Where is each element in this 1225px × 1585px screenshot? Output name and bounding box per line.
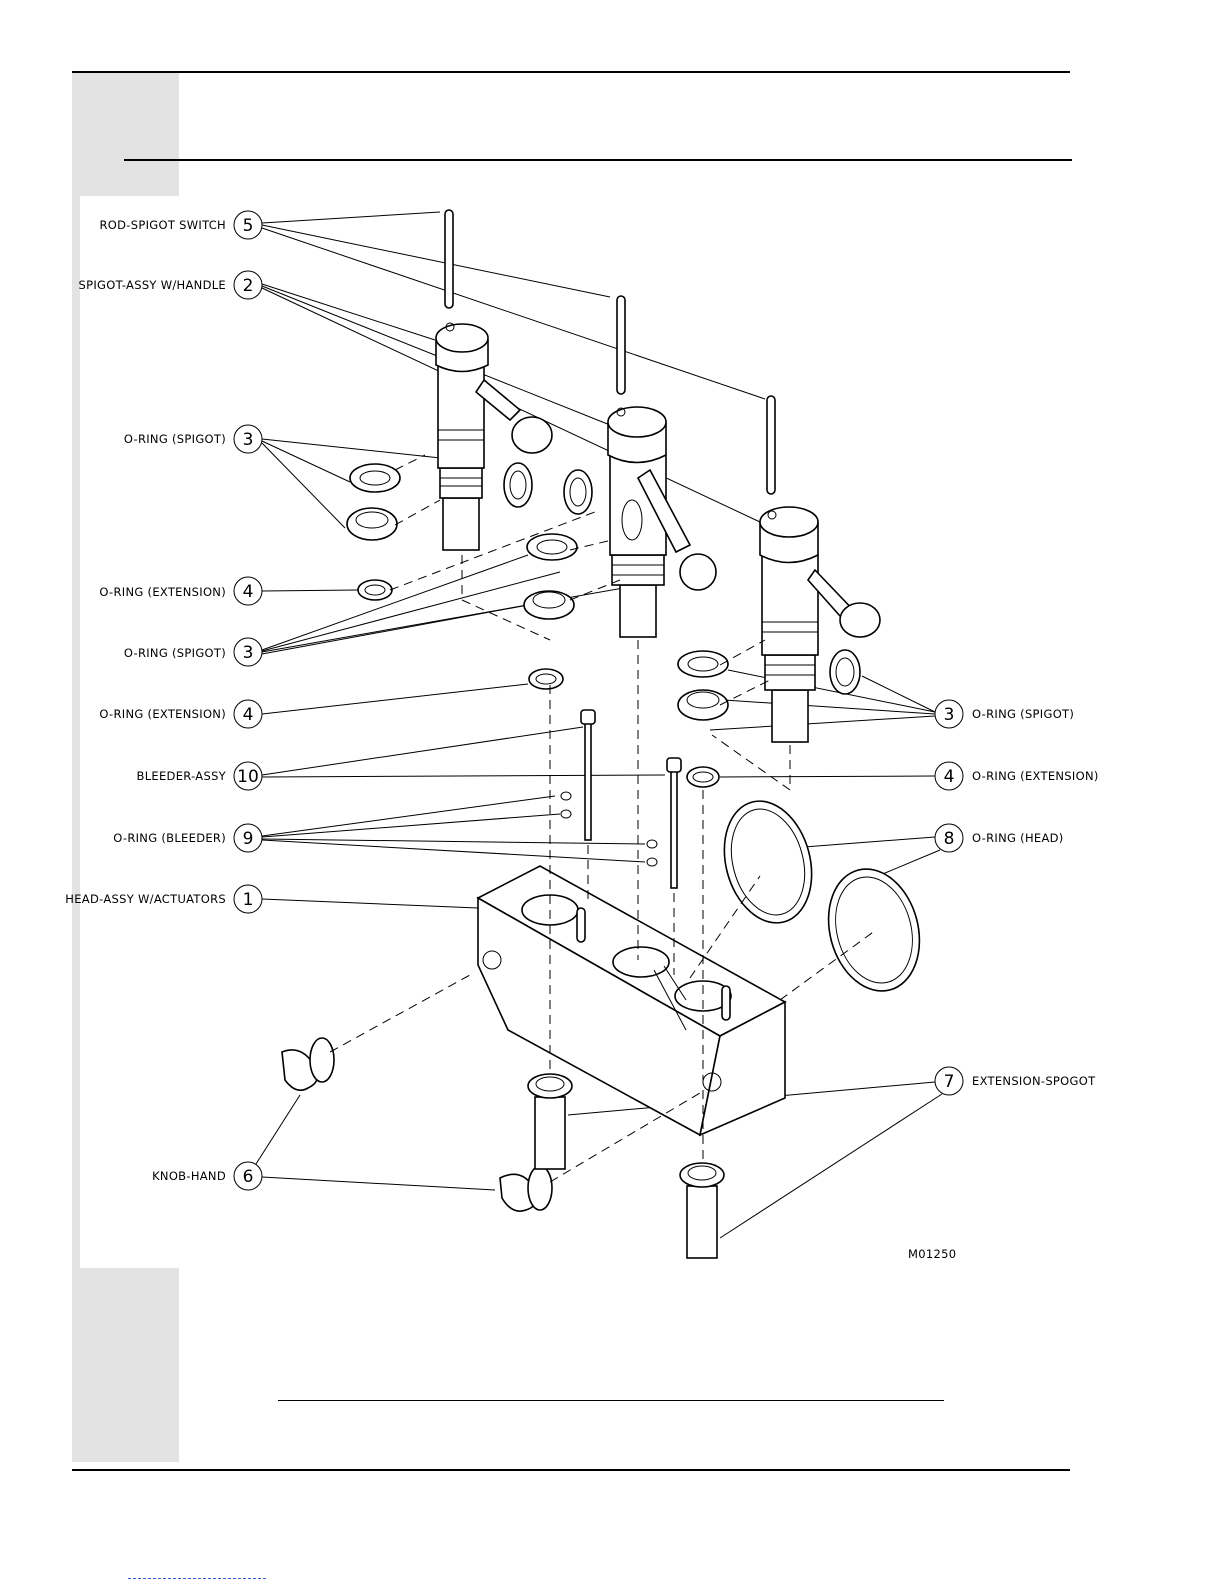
callout-4-middle: O-RING (EXTENSION) 4 (99, 684, 528, 728)
callout-4-right: 4 O-RING (EXTENSION) (720, 762, 1099, 790)
callout-number: 2 (243, 276, 254, 296)
bleeder-assembly-2 (647, 758, 681, 888)
callout-number: 3 (243, 430, 254, 450)
extension-spigot-1 (528, 1074, 572, 1169)
callout-number: 3 (944, 705, 955, 725)
callout-number: 4 (243, 582, 254, 602)
callout-label: ROD-SPIGOT SWITCH (99, 218, 226, 232)
spigot-assembly-1 (436, 323, 552, 550)
callout-number: 10 (237, 767, 259, 787)
callout-3-upper: O-RING (SPIGOT) 3 (124, 425, 478, 528)
rod-spigot-switch-2 (617, 296, 625, 394)
callout-label: O-RING (HEAD) (972, 831, 1064, 845)
callout-number: 5 (243, 216, 254, 236)
callout-label: O-RING (SPIGOT) (124, 646, 226, 660)
callout-label: O-RING (SPIGOT) (124, 432, 226, 446)
knob-hand-2 (500, 1166, 552, 1211)
drawing-number: M01250 (908, 1247, 956, 1261)
callout-number: 4 (243, 705, 254, 725)
callout-label: BLEEDER-ASSY (137, 769, 227, 783)
callout-number: 7 (944, 1072, 955, 1092)
callout-9: O-RING (BLEEDER) 9 (113, 796, 645, 862)
callout-1: HEAD-ASSY W/ACTUATORS 1 (65, 885, 478, 913)
rod-spigot-switch-1 (445, 210, 453, 308)
callout-number: 9 (243, 829, 254, 849)
callout-label: O-RING (EXTENSION) (99, 585, 226, 599)
callout-8: 8 O-RING (HEAD) (804, 824, 1064, 876)
callout-number: 4 (944, 767, 955, 787)
callout-label: O-RING (BLEEDER) (113, 831, 226, 845)
callout-number: 3 (243, 643, 254, 663)
callout-label: O-RING (SPIGOT) (972, 707, 1074, 721)
callout-label: O-RING (EXTENSION) (99, 707, 226, 721)
callout-label: SPIGOT-ASSY W/HANDLE (79, 278, 227, 292)
callout-number: 8 (944, 829, 955, 849)
callout-label: HEAD-ASSY W/ACTUATORS (65, 892, 226, 906)
callout-label: EXTENSION-SPOGOT (972, 1074, 1096, 1088)
callout-5: ROD-SPIGOT SWITCH 5 (99, 211, 765, 399)
callout-number: 6 (243, 1167, 254, 1187)
callout-label: KNOB-HAND (152, 1169, 226, 1183)
spigot-assembly-2 (608, 407, 716, 637)
extension-spigot-2 (680, 1163, 724, 1258)
head-assembly (478, 866, 785, 1135)
knob-hand-1 (282, 1038, 334, 1090)
callout-4-upper: O-RING (EXTENSION) 4 (99, 577, 358, 605)
callout-number: 1 (243, 890, 254, 910)
callout-6: KNOB-HAND 6 (152, 1095, 495, 1190)
rod-spigot-switch-3 (767, 396, 775, 494)
callout-label: O-RING (EXTENSION) (972, 769, 1099, 783)
